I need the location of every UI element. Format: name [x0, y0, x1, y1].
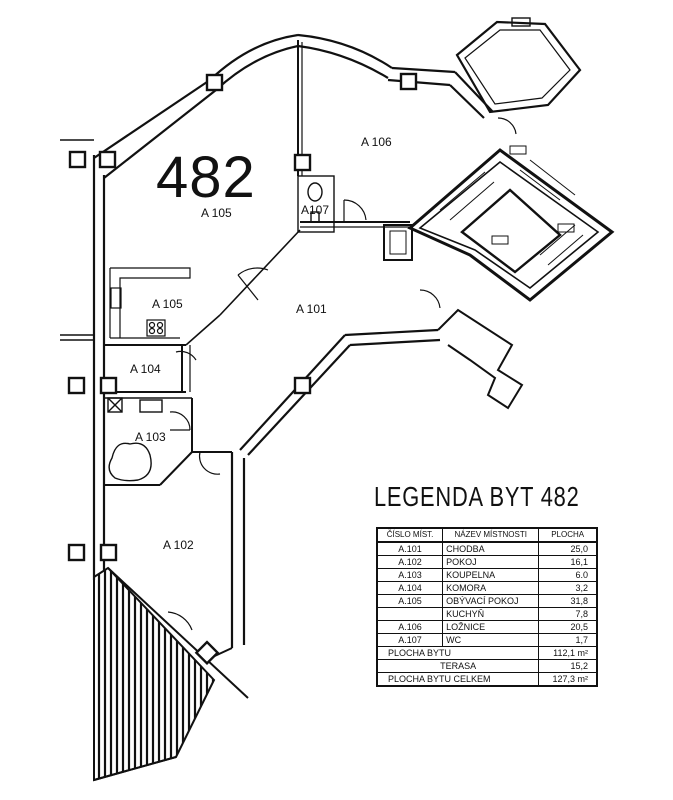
- legend-header-name: NÁZEV MÍSTNOSTI: [442, 527, 540, 543]
- room-name: POKOJ: [442, 555, 540, 569]
- room-area: 7,8: [538, 607, 598, 621]
- room-code: A.102: [376, 555, 444, 569]
- room-code: A.103: [376, 568, 444, 582]
- terrace-bottom: [93, 756, 177, 781]
- room-name: WC: [442, 633, 540, 647]
- room-code: A.106: [376, 620, 444, 634]
- doors: [167, 117, 517, 631]
- terrace-hatch: [93, 566, 216, 782]
- room-name: LOŽNICE: [442, 620, 540, 634]
- room-name: OBÝVACÍ POKOJ: [442, 594, 540, 608]
- legend-header-code: ČÍSLO MÍST.: [376, 527, 444, 543]
- room-area: 16,1: [538, 555, 598, 569]
- unit-number: 482: [156, 145, 256, 210]
- room-code: A.104: [376, 581, 444, 595]
- summary-label: PLOCHA BYTU: [376, 646, 540, 660]
- room-name: KOUPELNA: [442, 568, 540, 582]
- room-code: A.101: [376, 541, 444, 556]
- outer-walls: [60, 33, 494, 661]
- room-label-a106: A 106: [361, 135, 392, 149]
- stair-core: [383, 17, 615, 410]
- room-area: 3,2: [538, 581, 598, 595]
- room-label-a101: A 101: [296, 302, 327, 316]
- columns: [67, 72, 418, 666]
- room-code: [376, 607, 444, 621]
- legend-table: ČÍSLO MÍST. NÁZEV MÍSTNOSTI PLOCHA A.101…: [376, 527, 598, 687]
- room-area: 1,7: [538, 633, 598, 647]
- room-label-a105-living: A 105: [201, 206, 232, 220]
- terrace-edge: [107, 567, 249, 699]
- room-code: A.105: [376, 594, 444, 608]
- summary-label: PLOCHA BYTU CELKEM: [376, 672, 540, 687]
- room-label-a102: A 102: [163, 538, 194, 552]
- room-area: 6.0: [538, 568, 598, 582]
- legend: LEGENDA BYT 482 ČÍSLO MÍST. NÁZEV MÍSTNO…: [366, 481, 598, 687]
- room-area: 20,5: [538, 620, 598, 634]
- summary-value: 15,2: [538, 659, 598, 673]
- room-name: KOMORA: [442, 581, 540, 595]
- kitchen-fixtures: [110, 287, 166, 337]
- wc-room: [297, 175, 335, 233]
- legend-header-area: PLOCHA: [538, 527, 598, 543]
- summary-value: 127,3 m²: [538, 672, 598, 687]
- summary-label: TERASA: [376, 659, 540, 673]
- room-label-a105-kitchen: A 105: [152, 297, 183, 311]
- legend-header-row: ČÍSLO MÍST. NÁZEV MÍSTNOSTI PLOCHA: [376, 527, 598, 543]
- bathroom-fixtures: [107, 397, 163, 482]
- room-label-a103: A 103: [135, 430, 166, 444]
- room-name: KUCHYŇ: [442, 607, 540, 621]
- room-name: CHODBA: [442, 541, 540, 556]
- room-area: 25,0: [538, 541, 598, 556]
- legend-title: LEGENDA BYT 482: [374, 481, 580, 512]
- room-label-a104: A 104: [130, 362, 161, 376]
- room-code: A.107: [376, 633, 444, 647]
- summary-value: 112,1 m²: [538, 646, 598, 660]
- room-label-a107: A107: [301, 203, 329, 217]
- room-area: 31,8: [538, 594, 598, 608]
